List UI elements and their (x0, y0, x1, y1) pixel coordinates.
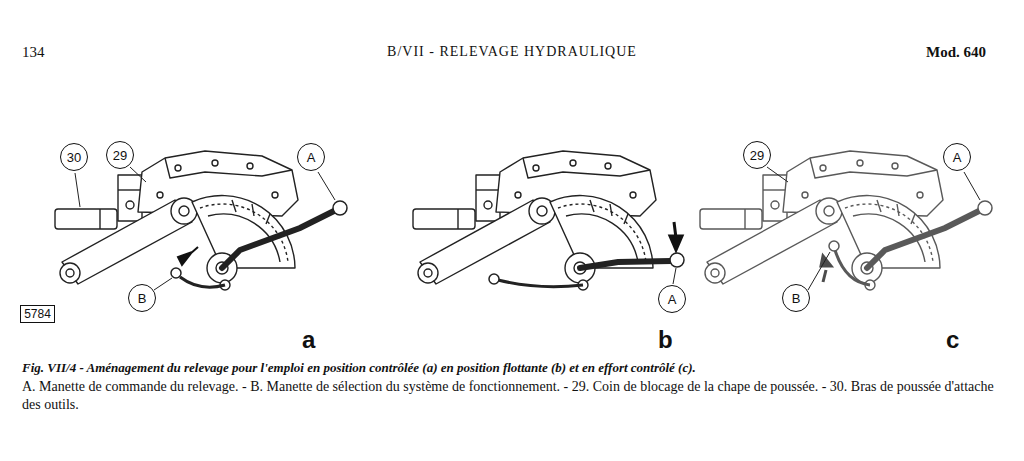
lever-knob (829, 241, 839, 251)
callout-circle: 30 (60, 143, 88, 171)
lift-unit (413, 151, 656, 290)
callout-number: B (138, 291, 147, 306)
callout-circle: 29 (743, 141, 771, 169)
panel-letter: a (302, 326, 315, 354)
callout-circle: B (128, 284, 156, 312)
callout-number: 29 (113, 148, 127, 163)
callout-number: A (953, 150, 962, 165)
panel-letter: b (658, 326, 673, 354)
callout-number: A (307, 150, 316, 165)
callout-number: A (668, 292, 677, 307)
lever-knob (489, 274, 499, 284)
callout-circle: A (943, 143, 971, 171)
figure-number-box: 5784 (20, 305, 55, 323)
callout-number: 29 (750, 148, 764, 163)
panel-c (700, 151, 992, 290)
callout-circle: A (297, 143, 325, 171)
lever-knob (171, 268, 181, 278)
lever-knob (670, 253, 684, 267)
selector-lever (835, 250, 870, 285)
control-lever (222, 211, 334, 268)
selector-lever (498, 280, 583, 287)
page-header: B/VII - RELEVAGE HYDRAULIQUE (212, 44, 812, 60)
model-name: Mod. 640 (926, 44, 986, 61)
callout-circle: B (782, 284, 810, 312)
callout-number: 30 (67, 150, 81, 165)
arrow (670, 222, 682, 250)
panel-b (413, 151, 684, 290)
control-lever (867, 211, 979, 268)
callout-number: B (792, 291, 801, 306)
figure-caption: Fig. VII/4 - Aménagement du relevage pou… (22, 359, 1007, 376)
callout-number: 5784 (24, 307, 51, 321)
panel-letter: c (946, 326, 959, 354)
leader-lines (75, 167, 980, 290)
lever-knob (333, 201, 347, 215)
lift-unit (55, 151, 298, 290)
lever-knob (978, 201, 992, 215)
arrow (178, 247, 198, 265)
lift-unit (700, 151, 943, 290)
control-lever (580, 261, 671, 268)
page-number: 134 (22, 44, 45, 61)
panel-a (55, 151, 347, 290)
callout-circle: 29 (106, 141, 134, 169)
callout-circle: A (658, 285, 686, 313)
legend-note: A. Manette de commande du relevage. - B.… (22, 378, 997, 414)
selector-lever (180, 277, 225, 287)
